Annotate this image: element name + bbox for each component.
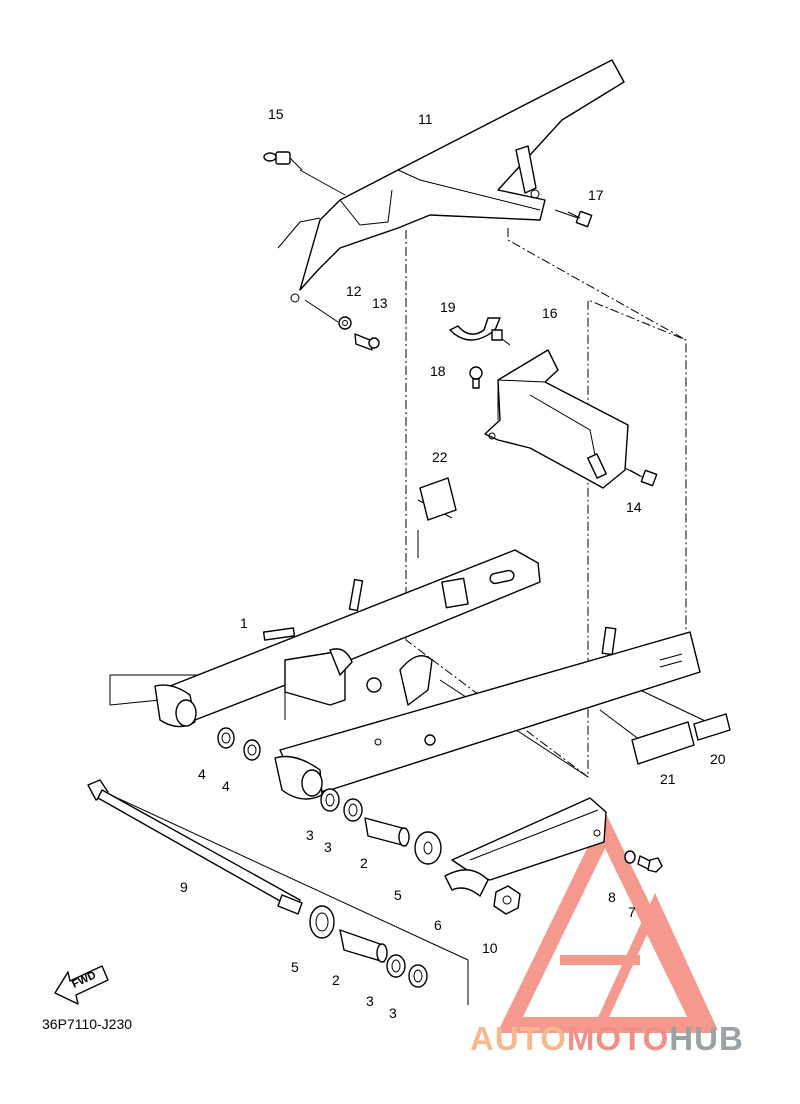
- callout-15: 15: [268, 106, 284, 122]
- thrust-cover-3b: [343, 798, 363, 822]
- collar-2b: [339, 929, 388, 963]
- bolt-18: [469, 366, 483, 389]
- callout-16: 16: [542, 305, 558, 321]
- callout-3-c: 3: [366, 993, 374, 1009]
- bearing-4-left: [217, 727, 235, 749]
- callout-4-a: 4: [198, 766, 206, 782]
- callout-6: 6: [434, 917, 442, 933]
- thrust-cover-3c: [386, 954, 406, 978]
- assembly-dash-lines: [405, 228, 687, 779]
- chain-tensioner-6: [444, 797, 607, 897]
- bolt-15: [263, 151, 303, 171]
- watermark-logo-icon: [497, 811, 718, 1033]
- callout-14: 14: [626, 499, 642, 515]
- washer-5b: [309, 905, 335, 939]
- callout-9: 9: [180, 879, 188, 895]
- callout-5-lower: 5: [291, 959, 299, 975]
- callout-2-upper: 2: [360, 855, 368, 871]
- watermark-part-hub: HUB: [669, 1020, 744, 1057]
- label-plate-22: [419, 477, 457, 521]
- callout-labels: 1 2 2 3 3 3 3 4 4 5 5 6 7 8 9 10 11 12 1…: [180, 106, 726, 1021]
- bearing-4-right: [243, 739, 261, 761]
- bolt-14: [629, 469, 658, 487]
- washer-8: [624, 850, 636, 864]
- chain-guard: [277, 59, 625, 303]
- bolt-13: [354, 333, 380, 351]
- callout-11: 11: [418, 111, 433, 127]
- clamp-19: [449, 317, 503, 341]
- diagram-code: 36P7110-J230: [42, 1016, 133, 1032]
- watermark-part-auto: AUTO: [470, 1020, 567, 1057]
- watermark-brand: AUTOMOTOHUB: [470, 1020, 744, 1058]
- callout-19: 19: [440, 299, 456, 315]
- thrust-cover-3d: [408, 964, 428, 988]
- callout-13: 13: [372, 295, 388, 311]
- callout-3-a: 3: [306, 827, 314, 843]
- callout-5-upper: 5: [394, 887, 402, 903]
- bolt-17: [567, 210, 593, 228]
- callout-17: 17: [588, 187, 604, 203]
- callout-3-d: 3: [389, 1005, 397, 1021]
- callout-7: 7: [628, 904, 636, 920]
- bracket-16: [484, 349, 629, 489]
- label-plate-20: [693, 713, 731, 741]
- bolt-7: [637, 855, 663, 873]
- collar-12: [338, 316, 352, 330]
- callout-20: 20: [710, 751, 726, 767]
- collar-2a: [364, 817, 410, 847]
- thrust-cover-3a: [320, 788, 340, 812]
- washer-5a: [414, 831, 442, 865]
- label-plate-21: [631, 721, 695, 765]
- watermark-part-moto: MOTO: [566, 1020, 670, 1057]
- nut-10: [493, 885, 521, 915]
- pivot-shaft: [87, 779, 303, 915]
- callout-8: 8: [608, 889, 616, 905]
- rear-arm: [154, 549, 701, 800]
- callout-2-lower: 2: [332, 972, 340, 988]
- callout-22: 22: [432, 449, 448, 465]
- callout-4-b: 4: [222, 778, 230, 794]
- forward-arrow-icon: FWD: [54, 965, 109, 1005]
- callout-3-b: 3: [324, 839, 332, 855]
- callout-21: 21: [660, 771, 676, 787]
- chain-puller-marks: [659, 653, 683, 668]
- callout-18: 18: [430, 363, 446, 379]
- callout-12: 12: [346, 283, 362, 299]
- callout-1: 1: [240, 615, 248, 631]
- callout-10: 10: [482, 940, 498, 956]
